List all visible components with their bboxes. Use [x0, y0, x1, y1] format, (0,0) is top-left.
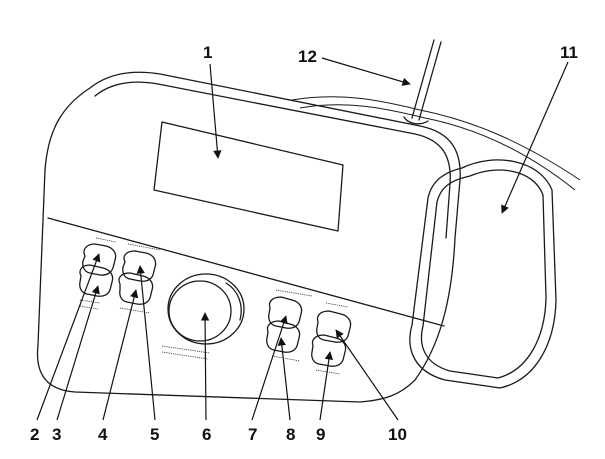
button-group-right-b — [311, 302, 352, 375]
display-screen — [153, 121, 344, 232]
label-mark — [119, 307, 151, 314]
button-group-right-a — [266, 289, 313, 362]
callout-12: 12 — [298, 47, 317, 66]
leader-4 — [102, 289, 139, 421]
leader-3 — [56, 285, 100, 421]
leader-8 — [277, 337, 291, 421]
button-4 — [118, 272, 154, 305]
label-mark — [95, 237, 117, 243]
leader-12 — [321, 57, 411, 86]
button-5 — [122, 250, 157, 282]
callout-9: 9 — [316, 425, 325, 444]
button-8 — [266, 320, 301, 353]
label-mark — [161, 351, 209, 360]
handpiece-cradle — [409, 159, 557, 389]
callout-7: 7 — [248, 425, 257, 444]
callout-2: 2 — [30, 425, 39, 444]
label-mark — [127, 243, 161, 251]
button-group-left-a — [79, 237, 117, 310]
callout-5: 5 — [150, 425, 159, 444]
leader-6 — [200, 312, 210, 421]
leader-11 — [501, 61, 569, 214]
label-mark — [315, 369, 341, 375]
cable-inner — [299, 104, 576, 191]
label-mark — [79, 299, 101, 304]
label-mark — [79, 305, 99, 310]
label-mark — [271, 355, 301, 362]
callout-1: 1 — [203, 43, 212, 62]
callout-6: 6 — [202, 425, 211, 444]
callout-3: 3 — [52, 425, 61, 444]
leader-5 — [136, 265, 156, 421]
button-group-left-b — [118, 243, 161, 314]
antenna — [403, 39, 442, 125]
leader-10 — [335, 329, 399, 421]
button-7 — [268, 296, 303, 329]
callout-8: 8 — [286, 425, 295, 444]
main-housing — [36, 71, 461, 403]
callout-labels: 1 12 11 2 3 4 5 6 7 8 9 10 — [30, 43, 578, 444]
callout-11: 11 — [560, 43, 578, 62]
leader-7 — [251, 315, 288, 421]
callout-4: 4 — [98, 425, 108, 444]
callout-10: 10 — [388, 425, 407, 444]
leader-2 — [36, 253, 101, 421]
leader-lines — [36, 57, 569, 421]
label-mark — [161, 345, 211, 354]
cable — [291, 96, 581, 181]
label-mark — [275, 289, 313, 297]
leader-9 — [319, 351, 334, 421]
button-2 — [82, 243, 117, 276]
button-3 — [79, 264, 114, 297]
rotary-knob — [161, 273, 245, 360]
button-9 — [311, 334, 347, 367]
leader-1 — [209, 63, 222, 159]
button-10 — [316, 310, 352, 343]
label-mark — [325, 302, 349, 308]
